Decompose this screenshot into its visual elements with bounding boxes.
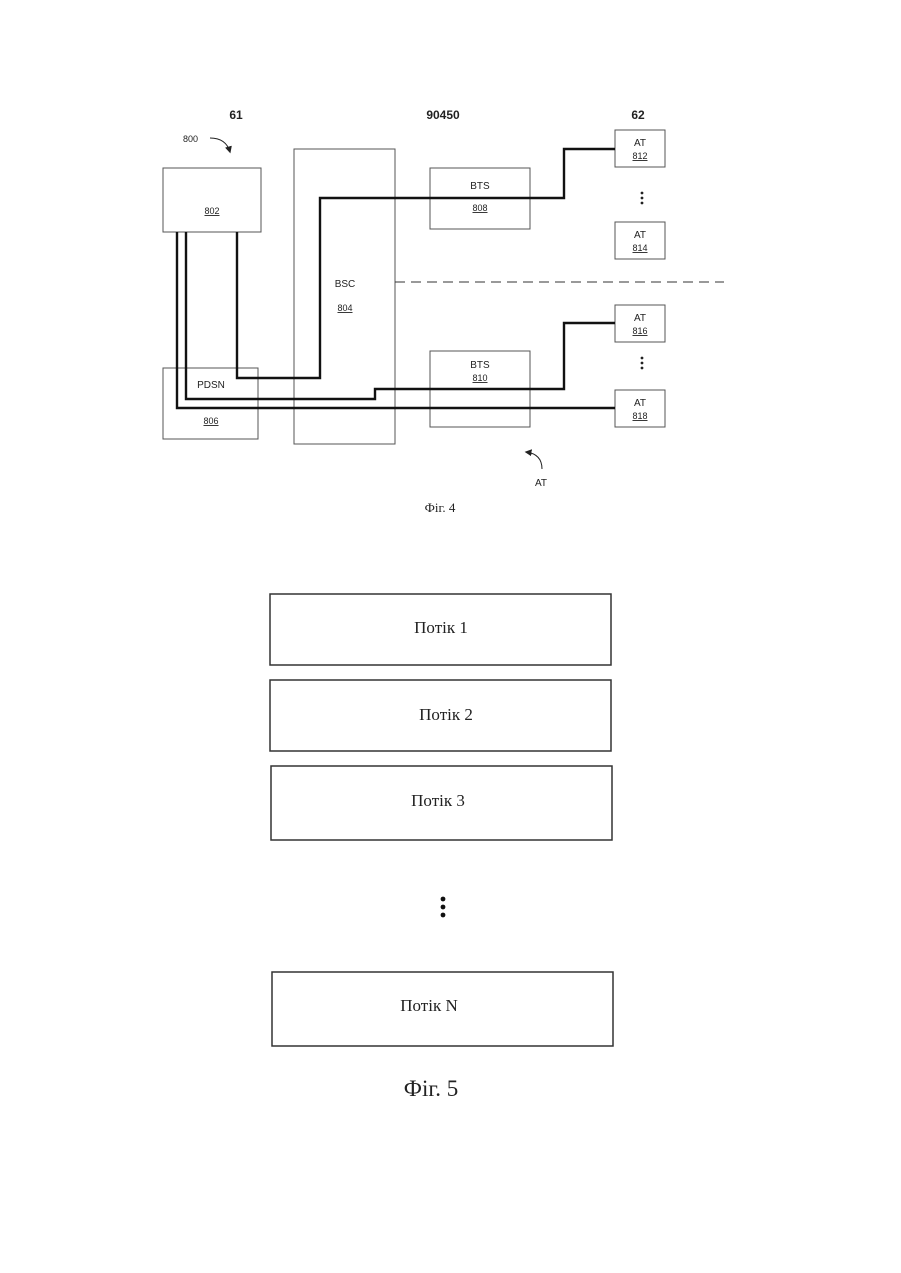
fig5-caption: Фіг. 5 [404,1076,458,1101]
stream-label-3: Потік 3 [411,791,465,810]
pdsn-ref: 806 [203,416,218,426]
path-802-to-at-816 [186,232,615,399]
stream-label-2: Потік 2 [419,705,473,724]
at-pointer-arrow [526,452,542,469]
header-center-number: 90450 [426,108,460,122]
stream-label-1: Потік 1 [414,618,468,637]
fig4-caption: Фіг. 4 [425,500,456,515]
stream-ellipsis [441,897,446,918]
at-818-ref: 818 [632,411,647,421]
bts-808-label: BTS [470,181,490,192]
at-ellipsis-top [641,192,644,205]
fig5-diagram: Потік 1 Потік 2 Потік 3 Потік N Фіг. 5 [270,594,613,1101]
at-814-ref: 814 [632,243,647,253]
at-812-ref: 812 [632,151,647,161]
node-802-ref: 802 [204,206,219,216]
header-left-number: 61 [229,108,243,122]
stream-label-n: Потік N [400,996,458,1015]
bts-810-label: BTS [470,360,490,371]
connection-paths [177,149,615,408]
pdsn-label: PDSN [197,380,225,391]
bts-810-ref: 810 [472,373,487,383]
at-816-label: AT [634,313,646,324]
at-814-label: AT [634,230,646,241]
bts-808-ref: 808 [472,203,487,213]
header-right-number: 62 [631,108,645,122]
at-816-ref: 816 [632,326,647,336]
node-802-box [163,168,261,232]
system-ref-label: 800 [183,134,198,144]
bsc-label: BSC [335,279,356,290]
path-802-to-at-818 [177,232,615,408]
at-pointer-label: AT [535,478,547,489]
system-ref-arrow [210,138,230,152]
fig4-diagram: 800 802 BSC 804 PDSN 806 BTS 808 BTS 810… [163,130,724,515]
at-818-label: AT [634,398,646,409]
at-812-label: AT [634,138,646,149]
at-ellipsis-bottom [641,357,644,370]
bsc-ref: 804 [337,303,352,313]
